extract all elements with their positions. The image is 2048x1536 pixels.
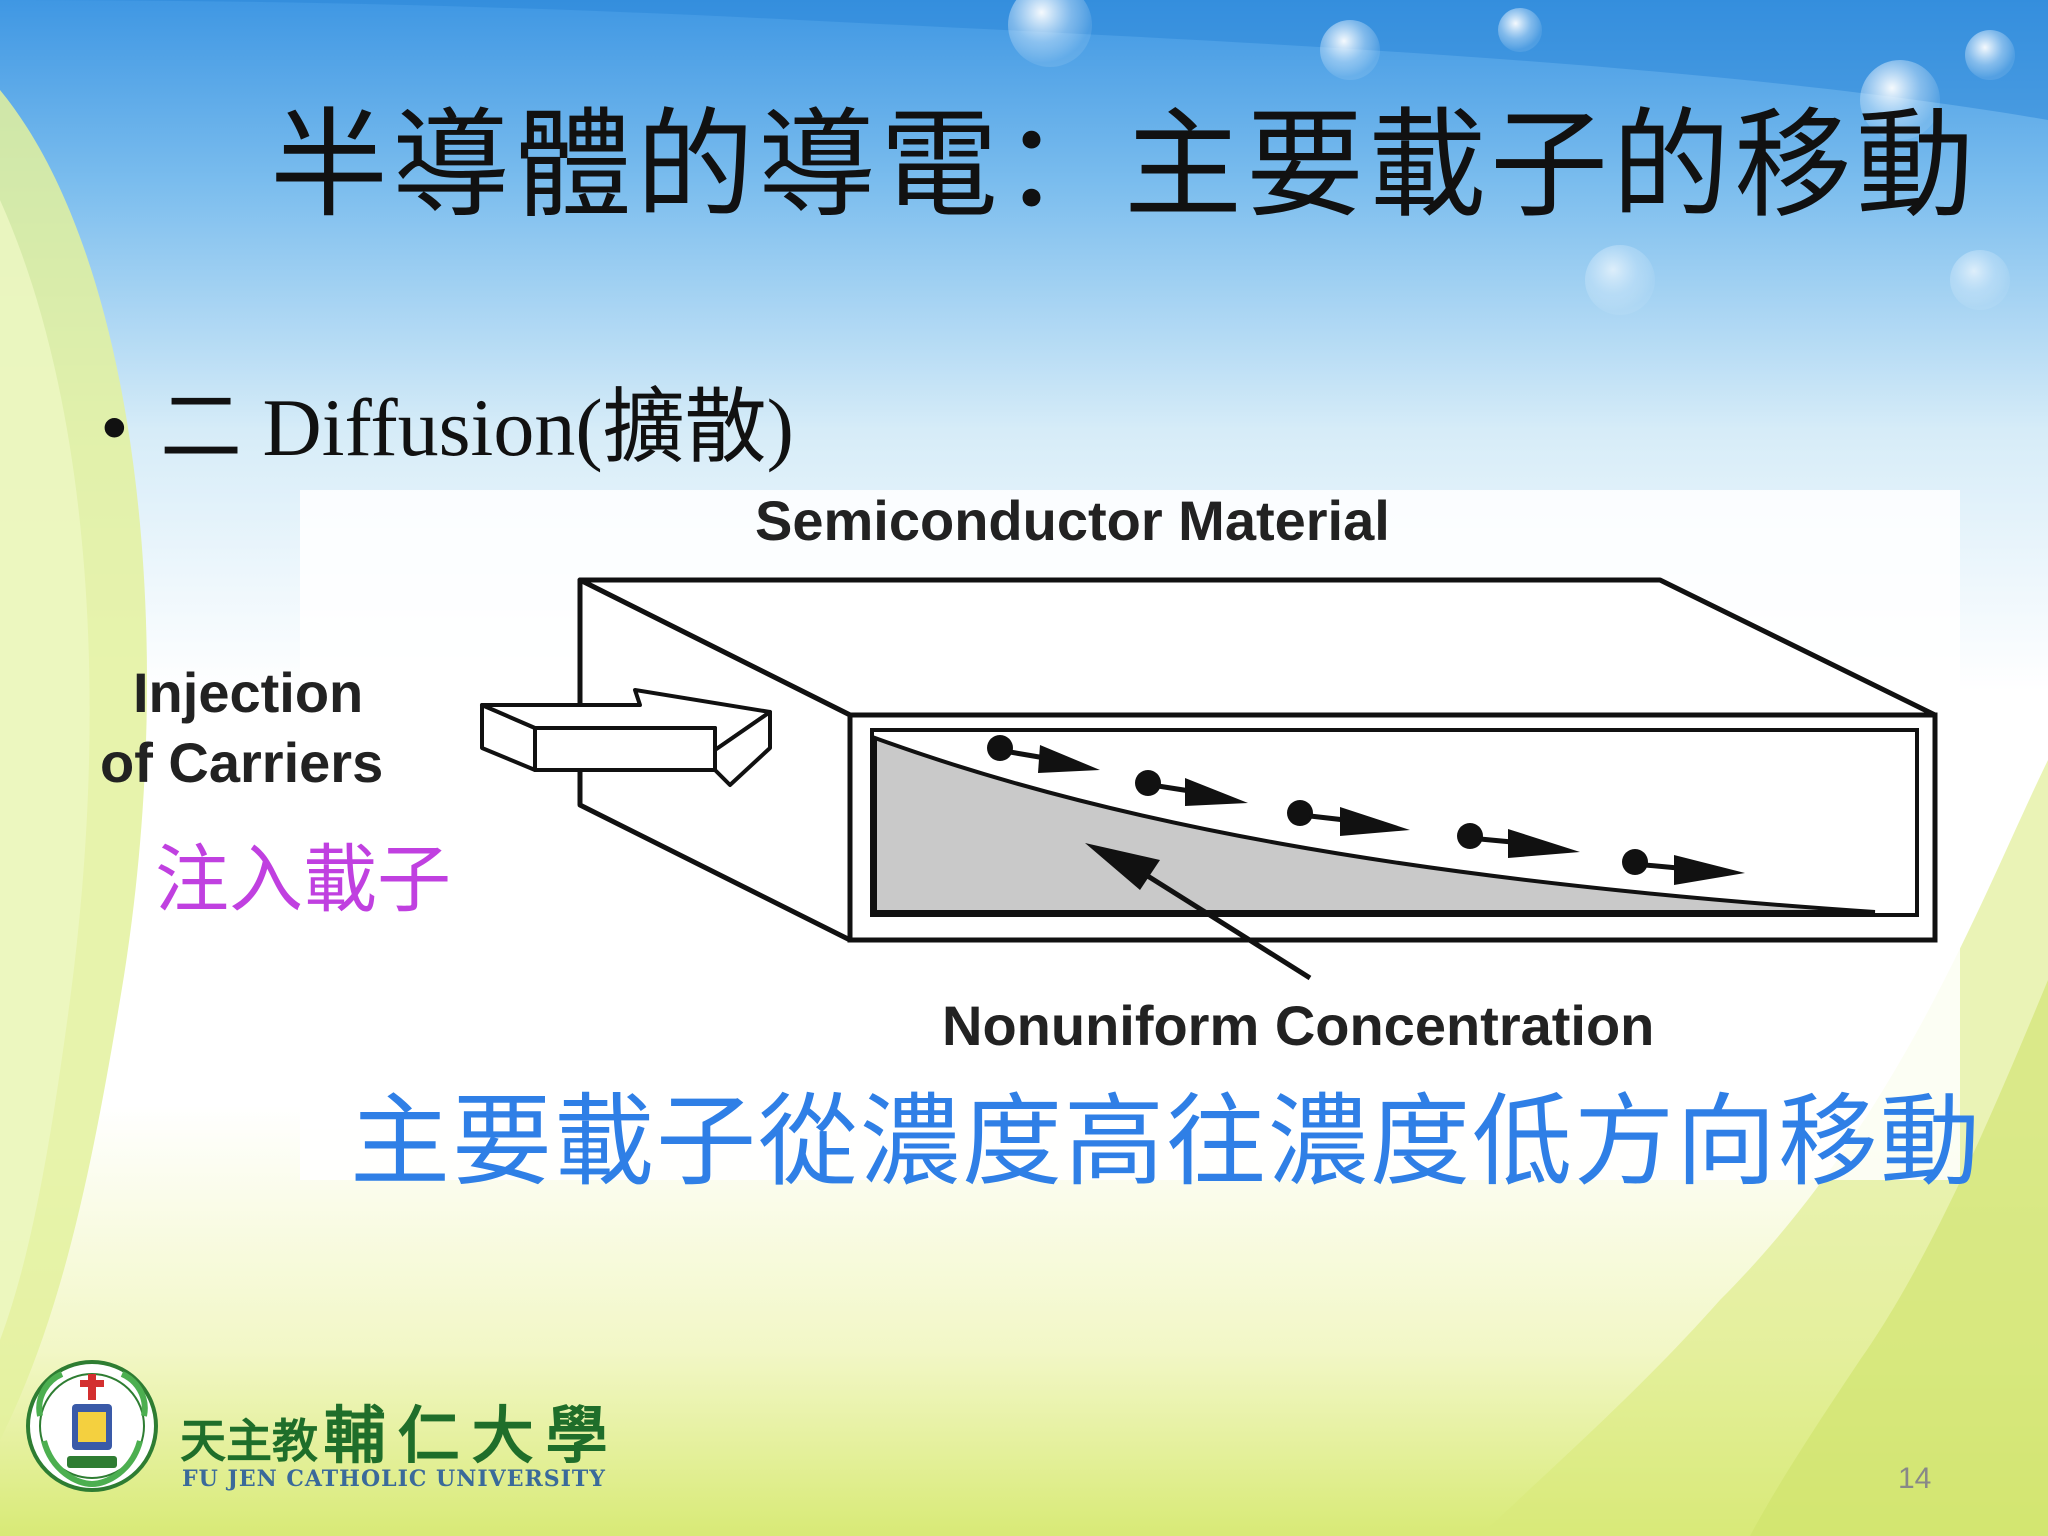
bullet-item: • 二 Diffusion(擴散) [100, 360, 794, 479]
label-of-carriers: of Carriers [100, 731, 384, 794]
concentration-pointer-arrow [1085, 843, 1312, 981]
bullet-text: 二 Diffusion(擴散) [160, 382, 794, 473]
carrier-2 [1135, 770, 1248, 806]
carrier-4 [1457, 823, 1580, 858]
note-injected-carriers: 注入載子 [155, 837, 451, 923]
label-injection: Injection [133, 661, 364, 724]
label-nonuniform-concentration: Nonuniform Concentration [942, 994, 1655, 1057]
slide-title: 半導體的導電：主要載子的移動 [270, 96, 1979, 234]
university-name-english: FU JEN CATHOLIC UNIVERSITY [182, 1466, 606, 1492]
logo-chinese-big: 輔仁大學 [323, 1399, 620, 1472]
carrier-particles [987, 735, 1745, 885]
carrier-3 [1287, 800, 1410, 836]
bullet-marker: • [100, 382, 129, 473]
university-name-chinese: 天主教 輔仁大學 [180, 1385, 620, 1475]
page-number: 14 [1898, 1462, 1932, 1495]
carrier-1 [987, 735, 1100, 773]
label-semiconductor-material: Semiconductor Material [755, 489, 1390, 552]
university-seal-icon [26, 1360, 158, 1492]
injection-arrow [480, 688, 772, 787]
logo-chinese-small: 天主教 [180, 1414, 318, 1468]
note-summary: 主要載子從濃度高往濃度低方向移動 [350, 1083, 1982, 1200]
carrier-5 [1622, 849, 1745, 885]
